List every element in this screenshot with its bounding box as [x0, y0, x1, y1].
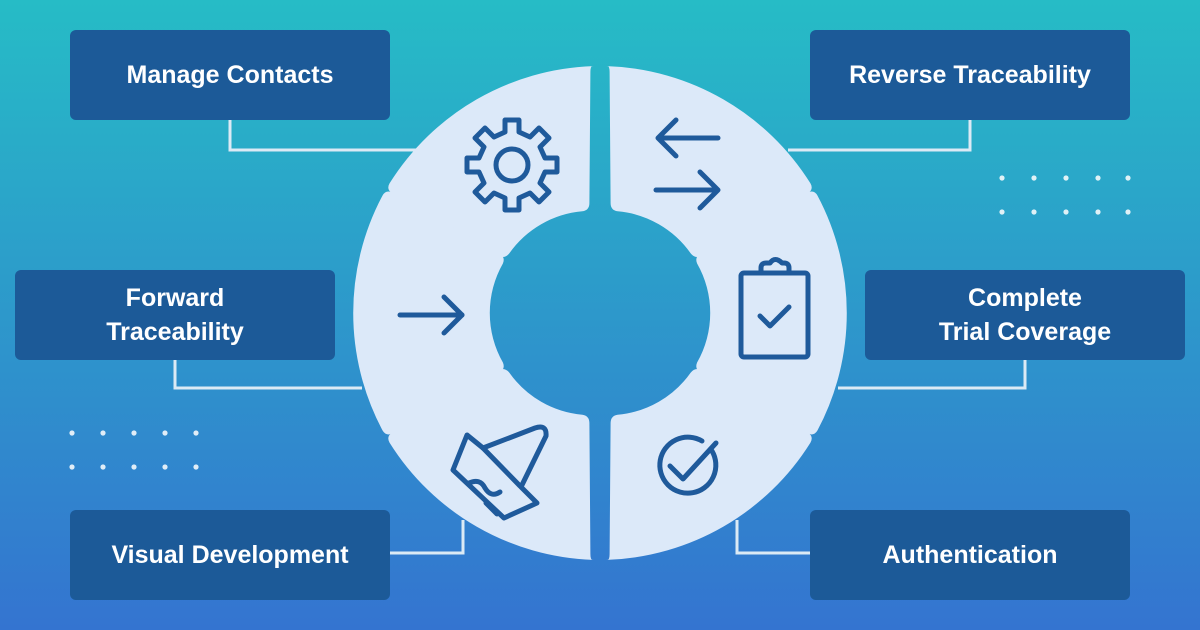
complete-trial-coverage-label: Complete Trial Coverage: [865, 270, 1185, 360]
dot-grid-left: [69, 430, 199, 470]
connector-lines: [173, 120, 1027, 555]
swap-arrows-icon: [653, 117, 721, 211]
visual-development-label: Visual Development: [70, 510, 390, 600]
forward-traceability-label: Forward Traceability: [15, 270, 335, 360]
segment-right: [696, 191, 847, 435]
clipboard-check-icon: [738, 257, 811, 360]
connector-complete-trial-coverage: [838, 360, 1027, 390]
connector-reverse-traceability: [788, 120, 972, 152]
segment-bottom-left: [388, 368, 594, 561]
gear-icon: [464, 117, 560, 213]
connector-forward-traceability: [173, 360, 362, 390]
connector-manage-contacts: [228, 120, 418, 152]
segment-top-right: [606, 65, 812, 258]
segment-bottom-right: [606, 368, 812, 561]
paintbrush-icon: [450, 424, 549, 521]
reverse-traceability-label: Reverse Traceability: [810, 30, 1130, 120]
manage-contacts-label: Manage Contacts: [70, 30, 390, 120]
arrow-right-icon: [397, 294, 465, 336]
connector-visual-development: [390, 520, 465, 555]
connector-authentication: [735, 520, 810, 555]
authentication-label: Authentication: [810, 510, 1130, 600]
segment-top-left: [388, 65, 594, 258]
dot-grid-right: [999, 175, 1131, 215]
check-circle-icon: [657, 434, 719, 496]
